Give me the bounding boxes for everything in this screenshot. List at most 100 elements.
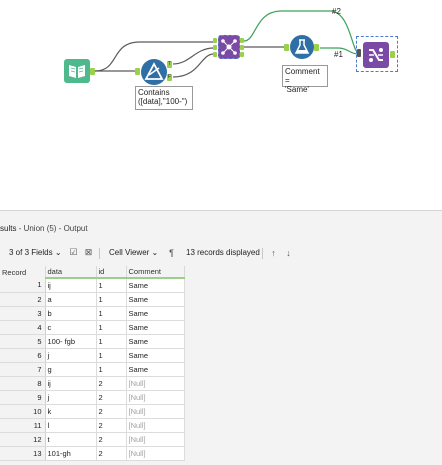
connection-label-2: #2	[332, 7, 341, 16]
cell-comment[interactable]: Same	[126, 334, 185, 349]
filter-input-anchor[interactable]	[135, 68, 140, 75]
cell-data[interactable]: k	[45, 404, 97, 419]
arrow-up-icon[interactable]: ↑	[271, 247, 276, 258]
fields-selector[interactable]: 3 of 3 Fields ⌄	[9, 248, 62, 257]
cell-id[interactable]: 2	[96, 376, 127, 391]
cell-data[interactable]: t	[45, 432, 97, 447]
cell-id[interactable]: 2	[96, 418, 127, 433]
arrow-down-icon[interactable]: ↓	[286, 247, 291, 258]
cell-record[interactable]: 9	[0, 390, 46, 405]
formula-tool[interactable]	[290, 35, 314, 59]
cell-record[interactable]: 13	[0, 446, 46, 461]
formula-output-anchor[interactable]	[314, 44, 319, 51]
cell-comment[interactable]: [Null]	[126, 404, 185, 419]
cell-comment[interactable]: [Null]	[126, 376, 185, 391]
cell-comment[interactable]: [Null]	[126, 390, 185, 405]
cell-comment[interactable]: [Null]	[126, 446, 185, 461]
cell-id[interactable]: 1	[96, 306, 127, 321]
cell-id[interactable]: 1	[96, 292, 127, 307]
cell-comment[interactable]: Same	[126, 292, 185, 307]
cell-data[interactable]: l	[45, 418, 97, 433]
header-data[interactable]: data	[45, 266, 97, 279]
cell-comment[interactable]: Same	[126, 278, 185, 293]
cell-id[interactable]: 2	[96, 390, 127, 405]
cell-record[interactable]: 10	[0, 404, 46, 419]
cell-data[interactable]: c	[45, 320, 97, 335]
cell-id[interactable]: 2	[96, 446, 127, 461]
cell-record[interactable]: 7	[0, 362, 46, 377]
cell-id[interactable]: 1	[96, 320, 127, 335]
cell-comment[interactable]: Same	[126, 362, 185, 377]
union-tool[interactable]	[363, 42, 389, 68]
join-input-anchor-3[interactable]	[213, 52, 217, 57]
cell-record[interactable]: 5	[0, 334, 46, 349]
cell-record[interactable]: 11	[0, 418, 46, 433]
connection-label-1: #1	[334, 50, 343, 59]
cell-data[interactable]: 100- fgb	[45, 334, 97, 349]
input-tool[interactable]	[64, 59, 90, 83]
cell-comment[interactable]: Same	[126, 320, 185, 335]
cell-record[interactable]: 6	[0, 348, 46, 363]
cell-comment[interactable]: Same	[126, 306, 185, 321]
cell-id[interactable]: 1	[96, 362, 127, 377]
formula-input-anchor[interactable]	[284, 44, 289, 51]
cell-data[interactable]: ij	[45, 376, 97, 391]
cell-record[interactable]: 8	[0, 376, 46, 391]
cell-id[interactable]: 2	[96, 432, 127, 447]
filter-tool[interactable]	[141, 59, 167, 85]
join-input-anchor-1[interactable]	[213, 38, 217, 43]
cell-record[interactable]: 1	[0, 278, 46, 293]
header-comment[interactable]: Comment	[126, 266, 185, 279]
workflow-canvas[interactable]: #2 #1 T F Contains ([data],"100-")	[0, 0, 442, 210]
union-output-anchor[interactable]	[390, 51, 395, 58]
union-input-anchor[interactable]	[357, 49, 361, 57]
cell-record[interactable]: 4	[0, 320, 46, 335]
cell-record[interactable]: 3	[0, 306, 46, 321]
close-box-icon[interactable]: ⊠	[84, 247, 93, 257]
join-output-join[interactable]	[240, 45, 244, 50]
cell-data[interactable]: j	[45, 348, 97, 363]
join-output-left[interactable]	[240, 38, 244, 43]
cell-data[interactable]: j	[45, 390, 97, 405]
header-record[interactable]: Record	[0, 266, 46, 278]
cell-data[interactable]: a	[45, 292, 97, 307]
cell-data[interactable]: b	[45, 306, 97, 321]
cell-id[interactable]: 1	[96, 278, 127, 293]
header-id[interactable]: id	[96, 266, 127, 279]
input-output-anchor[interactable]	[90, 68, 95, 75]
connection-wires	[94, 10, 359, 78]
cell-viewer-dropdown[interactable]: Cell Viewer ⌄	[109, 248, 158, 257]
cell-id[interactable]: 2	[96, 404, 127, 419]
cell-record[interactable]: 12	[0, 432, 46, 447]
cell-data[interactable]: 101-gh	[45, 446, 97, 461]
cell-comment[interactable]: [Null]	[126, 418, 185, 433]
cell-comment[interactable]: [Null]	[126, 432, 185, 447]
join-tool[interactable]	[218, 35, 240, 59]
cell-comment[interactable]: Same	[126, 348, 185, 363]
join-output-right[interactable]	[240, 52, 244, 57]
filter-false-anchor[interactable]: F	[167, 74, 172, 81]
cell-id[interactable]: 1	[96, 334, 127, 349]
results-toolbar: 3 of 3 Fields ⌄ ☑ ⊠ Cell Viewer ⌄ ¶ 13 r…	[0, 242, 442, 264]
filter-true-anchor[interactable]: T	[167, 61, 172, 68]
check-icon[interactable]: ☑	[69, 247, 78, 257]
cell-id[interactable]: 1	[96, 348, 127, 363]
cell-data[interactable]: ij	[45, 278, 97, 293]
cell-data[interactable]: g	[45, 362, 97, 377]
pilcrow-icon[interactable]: ¶	[169, 247, 174, 258]
cell-record[interactable]: 2	[0, 292, 46, 307]
join-input-anchor-2[interactable]	[213, 45, 217, 50]
